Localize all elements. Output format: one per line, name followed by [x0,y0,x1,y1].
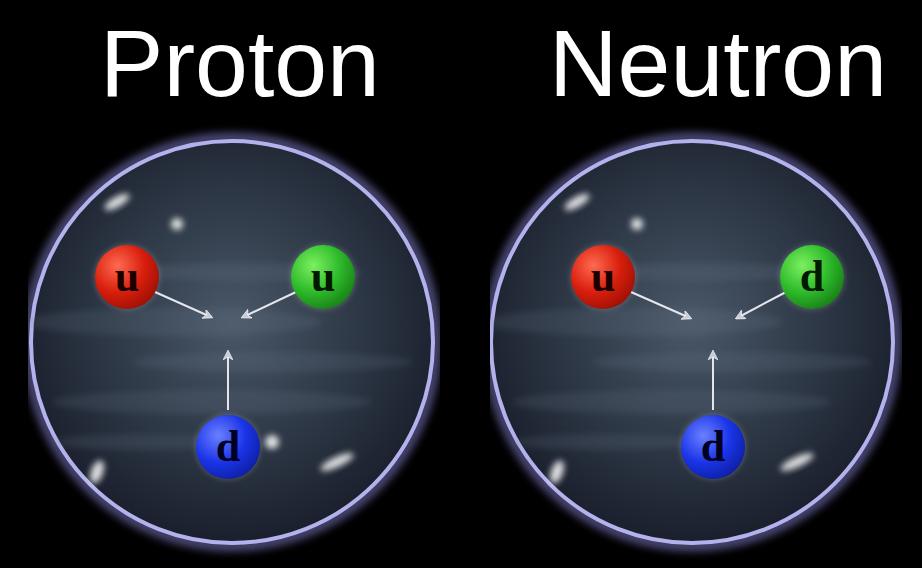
particle-title: Proton [30,8,450,118]
quark-ball: u [291,245,355,309]
quark-letter: u [115,253,139,301]
quark-letter: u [591,253,615,301]
quark-ball: u [95,245,159,309]
quark-ball: d [780,245,844,309]
quark-letter: d [800,253,824,301]
quark-ball: u [571,245,635,309]
nucleon: Neutronudd [490,0,902,560]
quark-letter: d [701,423,725,471]
quark-letter: d [216,423,240,471]
quark-letter: u [311,253,335,301]
quark-ball: d [681,415,745,479]
particle-title: Neutron [508,8,922,118]
nucleon: Protonuud [28,0,440,560]
quark-ball: d [196,415,260,479]
